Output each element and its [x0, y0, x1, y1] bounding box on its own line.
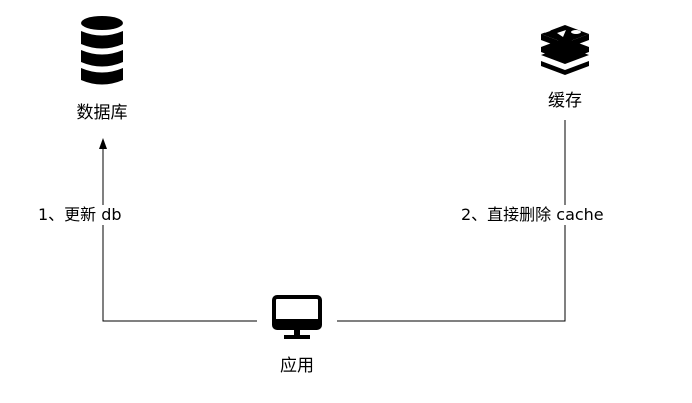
database-label: 数据库	[76, 103, 128, 123]
cache-label: 缓存	[548, 91, 582, 111]
edge-label-update-db: 1、更新 db	[36, 205, 124, 225]
edge-app-to-database	[99, 138, 257, 322]
monitor-icon	[272, 295, 322, 339]
edge-label-delete-cache: 2、直接删除 cache	[459, 205, 606, 225]
database-icon	[81, 16, 123, 85]
arrowhead-icon	[99, 138, 107, 149]
app-label: 应用	[280, 356, 314, 376]
edge-app-to-cache	[337, 120, 566, 322]
redis-icon	[541, 25, 589, 75]
